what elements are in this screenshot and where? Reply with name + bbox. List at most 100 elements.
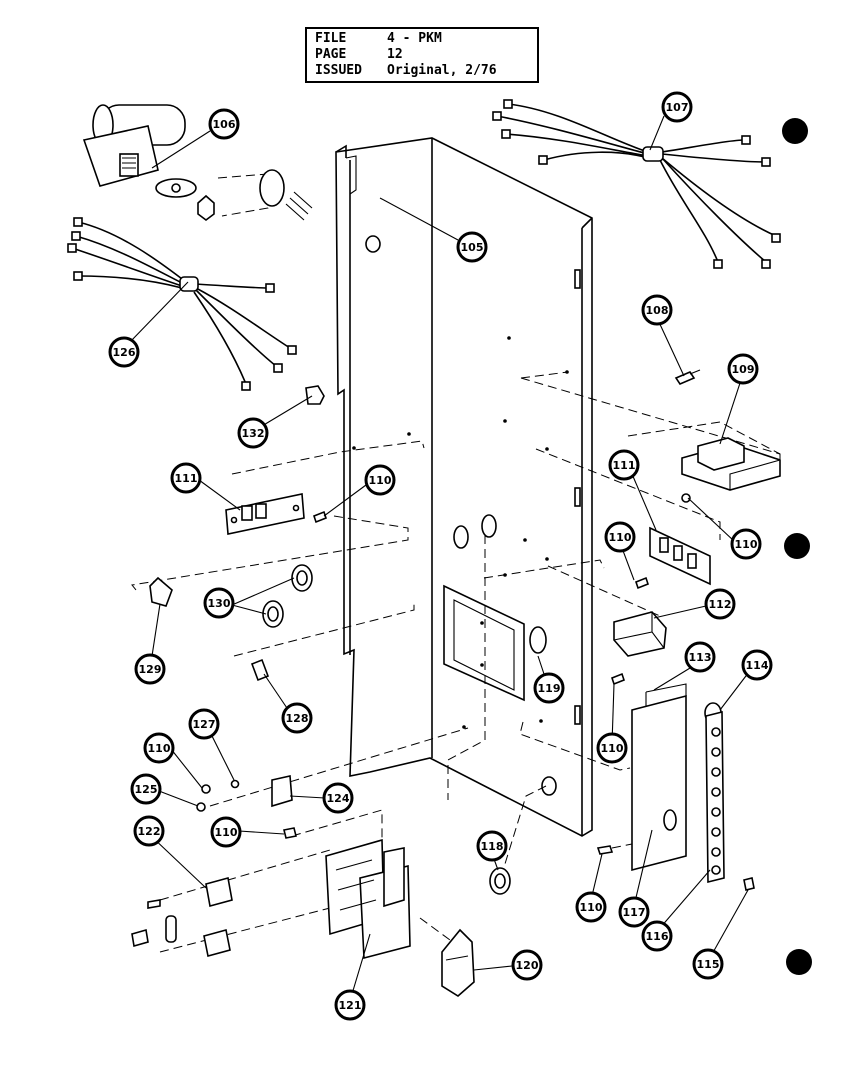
callout-106: 106	[208, 108, 240, 140]
callout-105-label: 105	[461, 241, 484, 254]
callout-126: 126	[108, 336, 140, 368]
terminal-strip-111-right	[635, 526, 711, 590]
screw-110-middle	[283, 827, 297, 839]
wiring-harness-107	[492, 99, 781, 269]
callout-110-c-label: 110	[735, 538, 758, 551]
clip-128	[250, 658, 270, 682]
callout-110-b-label: 110	[609, 531, 632, 544]
grommet-119	[529, 626, 547, 654]
callout-118: 118	[476, 830, 508, 862]
callout-111-left: 111	[170, 462, 202, 494]
page-row: PAGE 12	[315, 47, 403, 62]
contactor-121	[325, 838, 411, 960]
callout-110-d-label: 110	[601, 742, 624, 755]
callout-132: 132	[237, 417, 269, 449]
callout-130: 130	[203, 587, 235, 619]
bushing-118	[489, 867, 511, 895]
screw-125	[196, 802, 206, 812]
callout-110-d: 110	[596, 732, 628, 764]
bushings-130	[262, 564, 313, 628]
callout-122-label: 122	[138, 825, 161, 838]
cover-120	[441, 928, 475, 997]
callout-130-label: 130	[208, 597, 231, 610]
callout-112: 112	[704, 588, 736, 620]
callout-124-label: 124	[327, 792, 350, 805]
callout-105: 105	[456, 231, 488, 263]
callout-114: 114	[741, 649, 773, 681]
callout-110-e-label: 110	[148, 742, 171, 755]
page-value: 12	[387, 47, 403, 62]
callout-106-label: 106	[213, 118, 236, 131]
file-label: FILE	[315, 31, 347, 46]
callout-126-label: 126	[113, 346, 136, 359]
callout-111-left-label: 111	[175, 472, 198, 485]
callout-125-label: 125	[135, 783, 158, 796]
assembly-lines	[131, 173, 781, 953]
callout-109-label: 109	[732, 363, 755, 376]
callout-128: 128	[281, 702, 313, 734]
terminal-strip-111-left	[225, 493, 327, 535]
solenoid-valve-106	[82, 104, 313, 221]
title-block: FILE 4 - PKM PAGE 12 ISSUED Original, 2/76	[305, 27, 539, 83]
callout-108-label: 108	[646, 304, 669, 317]
callout-121-label: 121	[339, 999, 362, 1012]
callout-111-right-label: 111	[613, 459, 636, 472]
callout-120-label: 120	[516, 959, 539, 972]
callout-114-label: 114	[746, 659, 769, 672]
callout-112-label: 112	[709, 598, 732, 611]
wiring-harness-126	[67, 217, 297, 391]
callout-109: 109	[727, 353, 759, 385]
callout-121: 121	[334, 989, 366, 1021]
callout-113-label: 113	[689, 651, 712, 664]
bracket-124	[271, 775, 293, 808]
issued-label: ISSUED	[315, 63, 362, 78]
back-panel	[335, 137, 593, 837]
callout-110-c: 110	[730, 528, 762, 560]
transformer-109	[681, 437, 781, 503]
callout-132-label: 132	[242, 427, 265, 440]
callout-124: 124	[322, 782, 354, 814]
callout-119-label: 119	[538, 682, 561, 695]
callout-117-label: 117	[623, 906, 646, 919]
file-row: FILE 4 - PKM	[315, 31, 442, 46]
callout-107-label: 107	[666, 101, 689, 114]
callout-110-g: 110	[575, 891, 607, 923]
callout-110-a-label: 110	[369, 474, 392, 487]
relay-112	[611, 611, 667, 686]
clip-132	[305, 385, 325, 405]
issued-row: ISSUED Original, 2/76	[315, 63, 497, 78]
callout-108: 108	[641, 294, 673, 326]
callout-119: 119	[533, 672, 565, 704]
callout-110-a: 110	[364, 464, 396, 496]
callout-125: 125	[130, 773, 162, 805]
callout-110-e: 110	[143, 732, 175, 764]
callout-118-label: 118	[481, 840, 504, 853]
callout-110-g-label: 110	[580, 901, 603, 914]
callout-116-label: 116	[646, 930, 669, 943]
callout-117: 117	[618, 896, 650, 928]
screw-110-upper	[201, 784, 211, 794]
clamp-129	[149, 576, 173, 607]
terminal-board-116	[705, 710, 755, 891]
bracket-117	[631, 683, 687, 872]
callout-122: 122	[133, 815, 165, 847]
callout-127: 127	[188, 708, 220, 740]
screw-110-bracket	[596, 845, 614, 855]
callout-127-label: 127	[193, 718, 216, 731]
washer-127	[230, 779, 240, 789]
callout-110-b: 110	[604, 521, 636, 553]
binder-hole-top	[782, 118, 808, 144]
callout-113: 113	[684, 641, 716, 673]
issued-value: Original, 2/76	[387, 63, 497, 78]
callout-115: 115	[692, 948, 724, 980]
switch-122	[131, 876, 233, 957]
callout-120: 120	[511, 949, 543, 981]
page-label: PAGE	[315, 47, 347, 62]
callout-110-f: 110	[210, 816, 242, 848]
file-value: 4 - PKM	[387, 31, 442, 46]
callout-129: 129	[134, 653, 166, 685]
callout-128-label: 128	[286, 712, 309, 725]
callout-116: 116	[641, 920, 673, 952]
callout-115-label: 115	[697, 958, 720, 971]
